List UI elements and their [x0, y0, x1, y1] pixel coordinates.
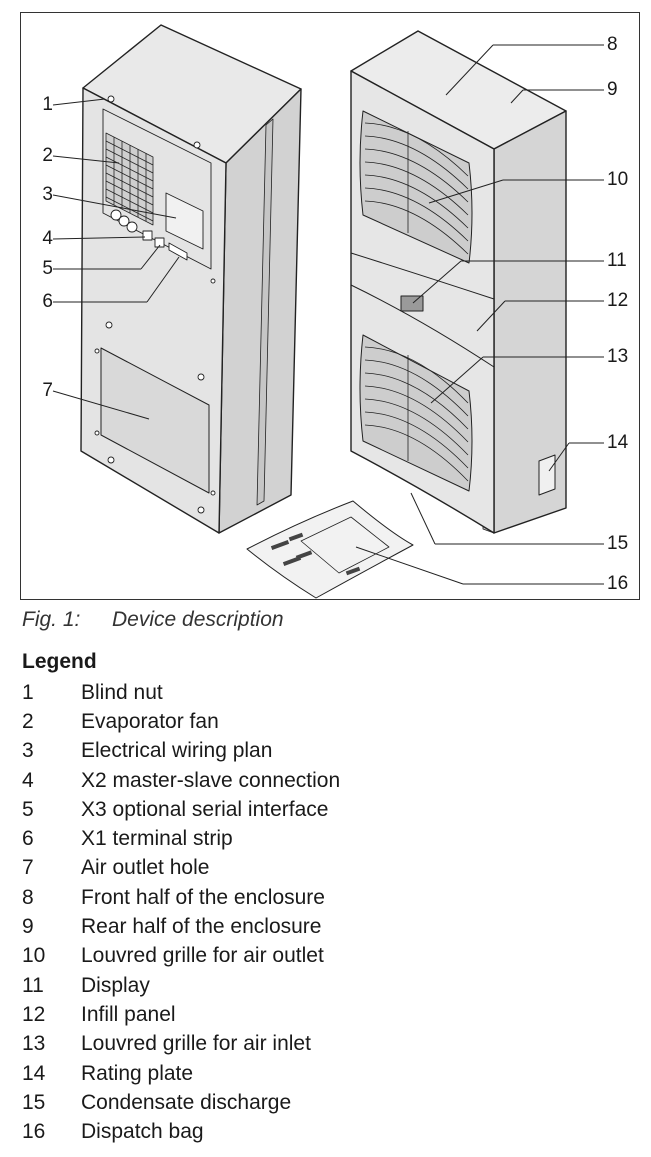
upper-louvre-grille	[359, 110, 473, 264]
callout-6: 6	[42, 291, 53, 312]
legend-item: 5 X3 optional serial interface	[22, 795, 340, 824]
legend-number: 5	[22, 797, 34, 821]
legend-number: 6	[22, 827, 34, 851]
legend-item: 2 Evaporator fan	[22, 707, 340, 736]
callout-14: 14	[607, 432, 629, 453]
legend-item: 1 Blind nut	[22, 678, 340, 707]
figure-caption-text: Device description	[112, 608, 284, 631]
legend-item: 8 Front half of the enclosure	[22, 883, 340, 912]
legend-item: 4 X2 master-slave connection	[22, 766, 340, 795]
display-icon	[400, 295, 424, 312]
callout-8: 8	[607, 34, 618, 55]
legend-item: 13 Louvred grille for air inlet	[22, 1030, 340, 1059]
legend-text: Infill panel	[81, 1002, 176, 1026]
legend-number: 16	[22, 1120, 46, 1144]
evaporator-fan-grille	[105, 132, 154, 226]
legend-number: 3	[22, 739, 34, 763]
legend-item: 6 X1 terminal strip	[22, 824, 340, 853]
legend-number: 12	[22, 1002, 46, 1026]
rear-view-unit	[80, 24, 302, 534]
legend-text: Rating plate	[81, 1061, 194, 1085]
legend-text: Condensate discharge	[81, 1090, 292, 1114]
legend-text: Dispatch bag	[81, 1120, 204, 1144]
legend-item: 12 Infill panel	[22, 1000, 340, 1029]
legend-item: 7 Air outlet hole	[22, 854, 340, 883]
device-drawing	[52, 24, 604, 599]
legend-list: 1 Blind nut 2 Evaporator fan 3 Electrical w…	[22, 678, 340, 1147]
callout-2: 2	[42, 145, 53, 166]
legend-text: X2 master-slave connection	[81, 768, 341, 792]
legend-number: 2	[22, 709, 34, 733]
callout-13: 13	[607, 346, 629, 367]
lower-louvre-grille	[359, 334, 473, 492]
legend-text: Display	[81, 973, 150, 997]
leader-lines-right	[355, 44, 604, 585]
legend-item: 16 Dispatch bag	[22, 1117, 340, 1146]
legend-number: 15	[22, 1090, 46, 1114]
callout-1: 1	[42, 94, 53, 115]
legend-number: 13	[22, 1032, 46, 1056]
legend-title: Legend	[22, 650, 97, 673]
legend-number: 8	[22, 885, 34, 909]
legend-item: 3 Electrical wiring plan	[22, 737, 340, 766]
callout-15: 15	[607, 533, 629, 554]
callout-11: 11	[607, 250, 627, 271]
legend-number: 11	[22, 973, 44, 997]
legend-item: 9 Rear half of the enclosure	[22, 912, 340, 941]
callout-12: 12	[607, 290, 629, 311]
callout-9: 9	[607, 79, 618, 100]
legend-number: 4	[22, 768, 34, 792]
legend-number: 10	[22, 944, 46, 968]
legend-text: X1 terminal strip	[81, 827, 233, 851]
front-view-unit	[350, 30, 567, 534]
legend-text: Louvred grille for air outlet	[81, 944, 324, 968]
callout-16: 16	[607, 573, 629, 594]
legend-number: 1	[22, 680, 34, 704]
legend-text: Rear half of the enclosure	[81, 915, 322, 939]
legend-number: 9	[22, 915, 34, 939]
dispatch-bag	[246, 500, 414, 599]
callout-10: 10	[607, 169, 629, 190]
callout-3: 3	[42, 184, 53, 205]
callout-5: 5	[42, 258, 53, 279]
legend-text: Air outlet hole	[81, 856, 210, 880]
legend-item: 15 Condensate discharge	[22, 1088, 340, 1117]
callout-4: 4	[42, 228, 53, 249]
legend-text: Blind nut	[81, 680, 163, 704]
device-figure: 1 2 3 4 5 6 7 8 9 10 11 12 13 14 15 16	[20, 12, 640, 600]
legend-number: 14	[22, 1061, 46, 1085]
callout-7: 7	[42, 380, 53, 401]
legend-text: Evaporator fan	[81, 709, 219, 733]
legend-text: Front half of the enclosure	[81, 885, 325, 909]
legend-item: 11 Display	[22, 971, 340, 1000]
legend-text: Electrical wiring plan	[81, 739, 273, 763]
legend-text: Louvred grille for air inlet	[81, 1032, 311, 1056]
figure-label: Fig. 1:	[22, 608, 81, 631]
legend-item: 10 Louvred grille for air outlet	[22, 942, 340, 971]
legend-number: 7	[22, 856, 34, 880]
figure-caption: Fig. 1: Device description	[22, 608, 284, 632]
leader-lines-left	[52, 98, 180, 420]
legend-text: X3 optional serial interface	[81, 797, 329, 821]
legend-item: 14 Rating plate	[22, 1059, 340, 1088]
